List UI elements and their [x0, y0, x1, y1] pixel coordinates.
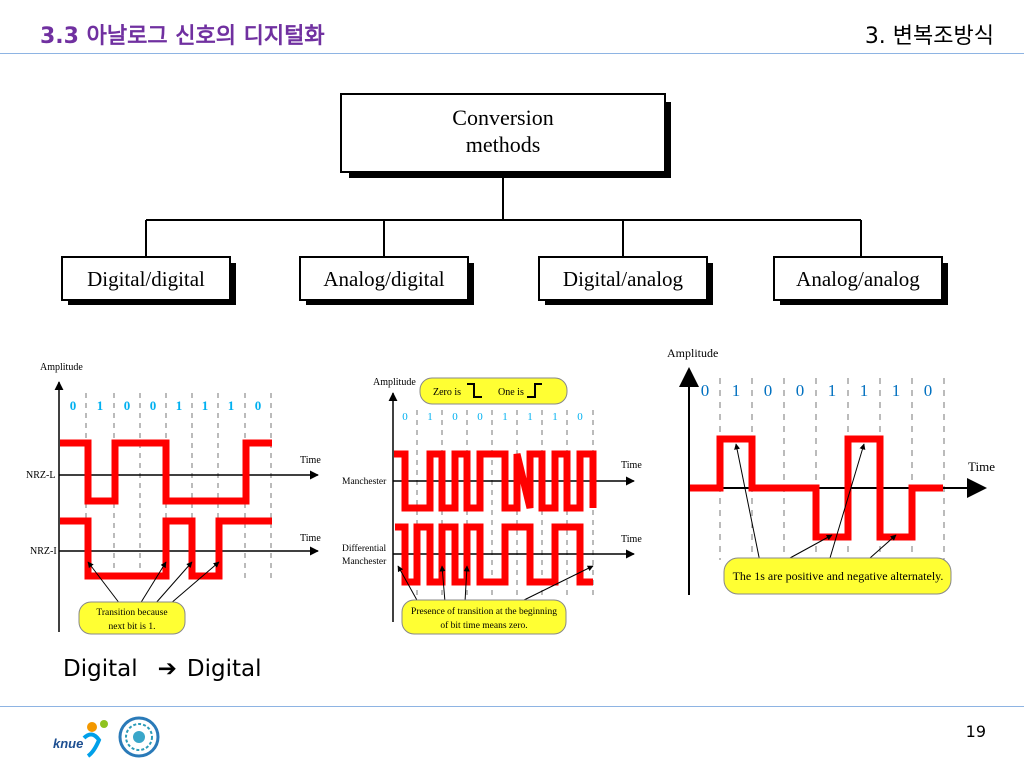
diff-manchester-signal: [395, 523, 593, 586]
nrz-callout-line1: Transition because: [96, 608, 167, 618]
manchester-bit: 0: [477, 411, 483, 423]
nrz-i-signal: [60, 517, 272, 580]
ami-callout-text: The 1s are positive and negative alterna…: [733, 569, 944, 583]
rising-edge-icon: [527, 383, 542, 398]
tree-diagram: Conversion methods Digital/digital Analo…: [61, 93, 948, 305]
child-label-analog-analog: Analog/analog: [796, 267, 920, 291]
page-number: 19: [965, 722, 986, 741]
header-divider: [0, 53, 1024, 54]
ami-callout: [723, 557, 952, 595]
manchester-panel: Amplitude Zero is One is 0 1 0 0 1 1 1 0: [342, 377, 642, 635]
ami-bit: 1: [860, 381, 869, 400]
manchester-callout: [401, 599, 567, 635]
nrz-callout-line2: next bit is 1.: [109, 622, 156, 632]
section-title: 3.3 아날로그 신호의 디지털화: [40, 24, 325, 49]
ami-bit: 0: [924, 381, 933, 400]
manchester-bit: 1: [552, 411, 558, 423]
nrz-bit: 0: [124, 398, 131, 413]
manchester-callout-line2: of bit time means zero.: [440, 620, 527, 631]
nrz-bit: 0: [70, 398, 77, 413]
manchester-bit: 1: [502, 411, 508, 423]
manchester-time-label: Time: [621, 460, 642, 471]
nrz-callout-pointers: [87, 561, 220, 605]
nrz-bit: 1: [228, 398, 235, 413]
manchester-bit: 0: [577, 411, 583, 423]
ami-panel: Amplitude 0 1 0 0 1 1 1 0 Time: [667, 346, 995, 595]
nrz-bit: 0: [255, 398, 262, 413]
child-label-digital-digital: Digital/digital: [87, 267, 205, 291]
child-label-analog-digital: Analog/digital: [323, 267, 444, 291]
caption-to: Digital: [186, 656, 262, 682]
nrz-l-label: NRZ-L: [26, 470, 55, 481]
manchester-bit: 1: [527, 411, 533, 423]
child-box-digital-analog: [538, 256, 708, 301]
ami-bit: 1: [892, 381, 901, 400]
manchester-callout-pointers: [397, 565, 594, 603]
ami-bit: 1: [732, 381, 741, 400]
manchester-label: Manchester: [342, 477, 387, 487]
nrz-amplitude-label: Amplitude: [40, 362, 83, 373]
nrz-l-time-label: Time: [300, 455, 321, 466]
nrz-bit: 1: [97, 398, 104, 413]
chapter-title: 3. 변복조방식: [864, 24, 994, 49]
manchester-bit: 0: [452, 411, 458, 423]
nrz-bit: 1: [176, 398, 183, 413]
nrz-bit: 1: [202, 398, 209, 413]
ami-bit: 0: [701, 381, 710, 400]
nrz-i-time-label: Time: [300, 533, 321, 544]
manchester-bit-labels: 0 1 0 0 1 1 1 0: [402, 411, 583, 423]
nrz-i-label: NRZ-I: [30, 546, 57, 557]
diff-manchester-time-label: Time: [621, 534, 642, 545]
nrz-l-signal: [60, 439, 272, 505]
manchester-zero-label: Zero is: [433, 387, 461, 398]
falling-edge-icon: [467, 383, 482, 398]
root-label-line2: methods: [466, 132, 541, 157]
manchester-bit: 1: [427, 411, 433, 423]
ami-time-label: Time: [968, 459, 995, 474]
diff-manchester-label-line2: Manchester: [342, 557, 387, 567]
nrz-bit: 0: [150, 398, 157, 413]
caption-from: Digital: [63, 656, 138, 682]
ami-bit-labels: 0 1 0 0 1 1 1 0: [701, 381, 933, 400]
nrz-callout: [78, 601, 186, 635]
manchester-bit: 0: [402, 411, 408, 423]
manchester-signal: [394, 450, 597, 512]
child-box-digital-digital: [61, 256, 231, 301]
root-label-line1: Conversion: [452, 105, 553, 130]
ami-bit: 0: [796, 381, 805, 400]
manchester-one-label: One is: [498, 387, 524, 398]
child-label-digital-analog: Digital/analog: [563, 267, 684, 291]
ami-amplitude-label: Amplitude: [667, 346, 718, 360]
manchester-amplitude-label: Amplitude: [373, 377, 416, 388]
slide-caption: Digital ➔ Digital: [63, 656, 261, 682]
child-box-analog-analog: [773, 256, 943, 301]
child-box-analog-digital: [299, 256, 469, 301]
ami-callout-pointers: [734, 443, 897, 563]
nrz-panel: Amplitude 0 1 0 0 1 1 1 0 NRZ-L Time NRZ…: [26, 362, 321, 635]
ami-bit: 0: [764, 381, 773, 400]
manchester-callout-line1: Presence of transition at the beginning: [411, 606, 557, 617]
nrz-bit-labels: 0 1 0 0 1 1 1 0: [70, 398, 262, 413]
ami-bit: 1: [828, 381, 837, 400]
footer-divider: [0, 706, 1024, 707]
right-arrow-icon: ➔: [157, 656, 177, 682]
diff-manchester-label-line1: Differential: [342, 543, 386, 554]
